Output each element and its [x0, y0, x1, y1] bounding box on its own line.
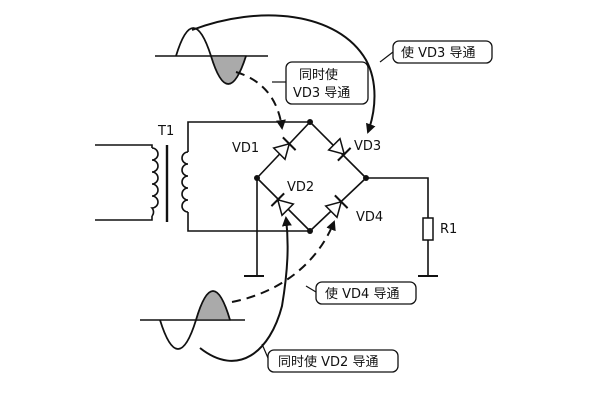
- callout-also-vd2: 同时使 VD2 导通: [261, 343, 399, 373]
- output-wiring: [244, 177, 438, 277]
- label-vd1: VD1: [232, 141, 259, 156]
- label-vd4: VD4: [356, 210, 383, 225]
- waveform-top: [155, 27, 268, 85]
- callout-vd4-on-text: 使 VD4 导通: [325, 286, 399, 302]
- callout-also-vd3: 同时使 VD3 导通: [272, 61, 369, 105]
- resistor-r1: [422, 217, 434, 241]
- transformer-t1: [95, 121, 310, 232]
- bridge-wires: [256, 121, 367, 232]
- callout-vd3-on-text: 使 VD3 导通: [401, 45, 475, 61]
- primary-coil: [150, 147, 159, 217]
- diode-vd4: [324, 194, 349, 219]
- callout-also-vd3-line2: VD3 导通: [293, 86, 350, 101]
- arrow-top-to-vd1-dashed: [235, 71, 286, 130]
- arrow-bottom-to-vd4-dashed: [231, 220, 336, 303]
- callout-also-vd3-line1: 同时使: [299, 67, 338, 83]
- callout-vd3-on: 使 VD3 导通: [379, 40, 493, 64]
- junction-dots: [254, 119, 369, 234]
- arrow-bottom-to-vd2: [199, 216, 292, 362]
- callout-vd4-on: 使 VD4 导通: [305, 281, 417, 305]
- diode-vd3: [327, 137, 352, 162]
- arrow-top-to-vd3: [191, 14, 376, 134]
- callout-also-vd2-text: 同时使 VD2 导通: [278, 354, 378, 370]
- label-t1: T1: [157, 124, 174, 139]
- diode-vd1: [272, 136, 297, 161]
- diode-vd2: [270, 192, 295, 217]
- label-vd3: VD3: [354, 139, 381, 154]
- secondary-coil: [181, 151, 189, 213]
- label-vd2: VD2: [287, 180, 314, 195]
- waveform-bottom: [140, 290, 245, 350]
- label-r1: R1: [440, 222, 457, 237]
